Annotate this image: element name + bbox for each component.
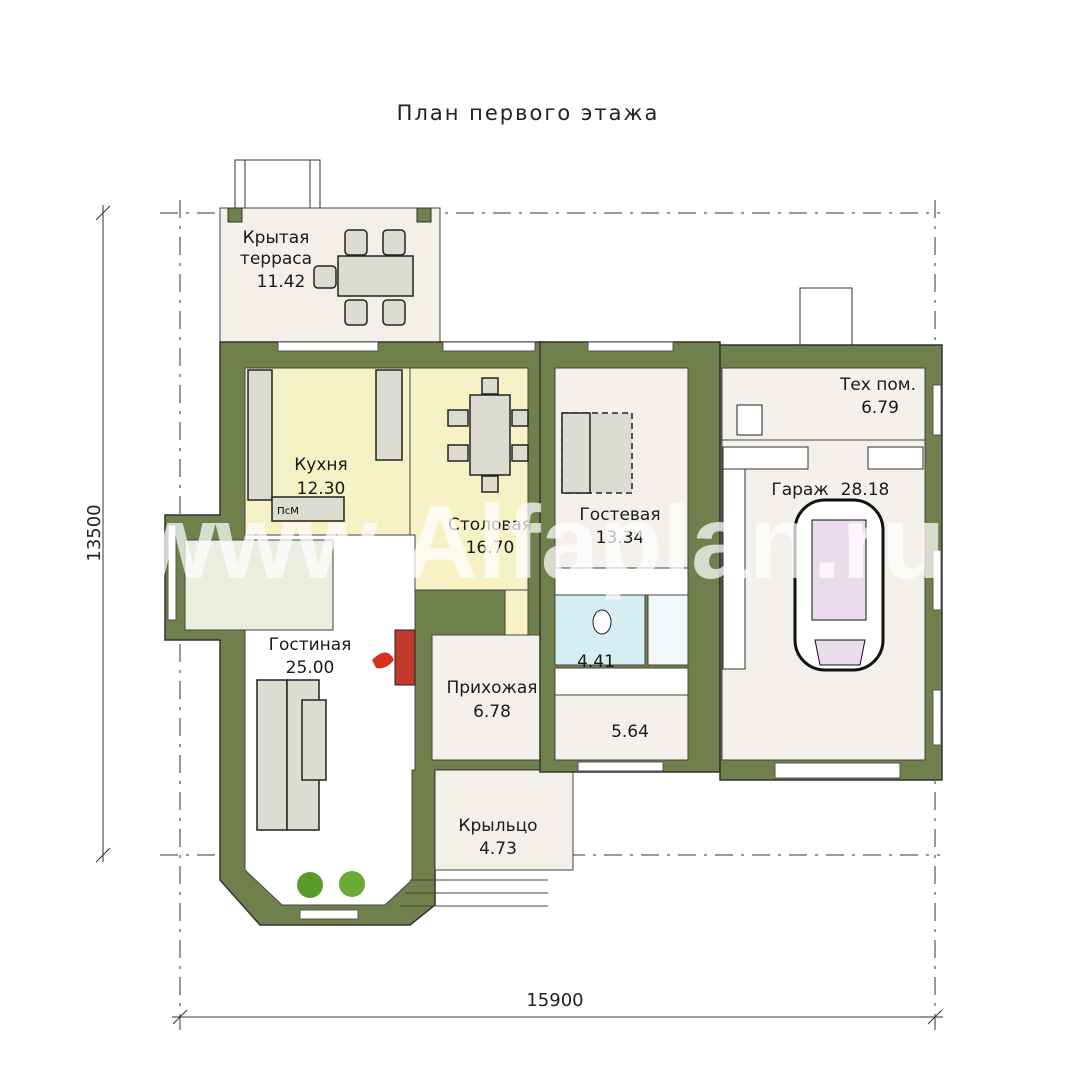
- kitchen-area: 12.30: [297, 479, 346, 499]
- living-area: 25.00: [286, 658, 335, 678]
- room-hall: [431, 634, 551, 761]
- toilet-icon: [592, 609, 612, 635]
- plan-title: План первого этажа: [397, 101, 660, 125]
- garage-area: 28.18: [841, 480, 890, 500]
- wardrobe-rail: [554, 567, 689, 596]
- car-icon: [793, 498, 885, 672]
- stairs: [184, 539, 334, 631]
- terrace-label: Крытая: [243, 228, 310, 248]
- bathroom-area: 4.41: [577, 652, 615, 672]
- hall-label: Прихожая: [446, 678, 537, 698]
- watermark: www.Alfaplan.ru: [134, 485, 946, 601]
- room-porch: [434, 769, 574, 871]
- guest-area: 13.34: [596, 528, 645, 548]
- tech-label: Тех пом.: [839, 375, 916, 395]
- garage-door[interactable]: [774, 762, 901, 779]
- dining-table-icon: [447, 377, 529, 493]
- porch-area: 4.73: [479, 839, 517, 859]
- garage-label: Гараж: [771, 480, 828, 500]
- room-labels: Крытая терраса 11.42 Кухня 12.30 Столова…: [240, 228, 916, 859]
- windows: [167, 341, 942, 920]
- bed-icon: [561, 412, 633, 494]
- dishwasher-label: ПсМ: [277, 506, 299, 517]
- terrace-area: 11.42: [257, 272, 306, 292]
- hall-area: 6.78: [473, 702, 511, 722]
- guest-label: Гостевая: [579, 505, 660, 525]
- kitchen-label: Кухня: [294, 455, 348, 475]
- plants-icon: [297, 871, 365, 898]
- garage-shelving: [722, 446, 924, 670]
- shower: [647, 594, 689, 666]
- dining-area: 16.70: [466, 538, 515, 558]
- tech-area: 6.79: [861, 398, 899, 418]
- terrace-label-2: терраса: [240, 249, 312, 269]
- fireplace-icon: [372, 629, 416, 686]
- living-label: Гостиная: [269, 635, 352, 655]
- sofa-icon: [256, 679, 327, 831]
- terrace-table-icon: [313, 229, 414, 326]
- dining-label: Столовая: [448, 515, 532, 535]
- wardrobe-area: 5.64: [611, 722, 649, 742]
- boiler-icon: [736, 404, 763, 436]
- room-wardrobe: [554, 694, 689, 761]
- terrace-steps: [234, 159, 321, 211]
- width-dimension: 15900: [526, 990, 583, 1011]
- height-dimension: 13500: [84, 504, 105, 561]
- porch-label: Крыльцо: [458, 816, 537, 836]
